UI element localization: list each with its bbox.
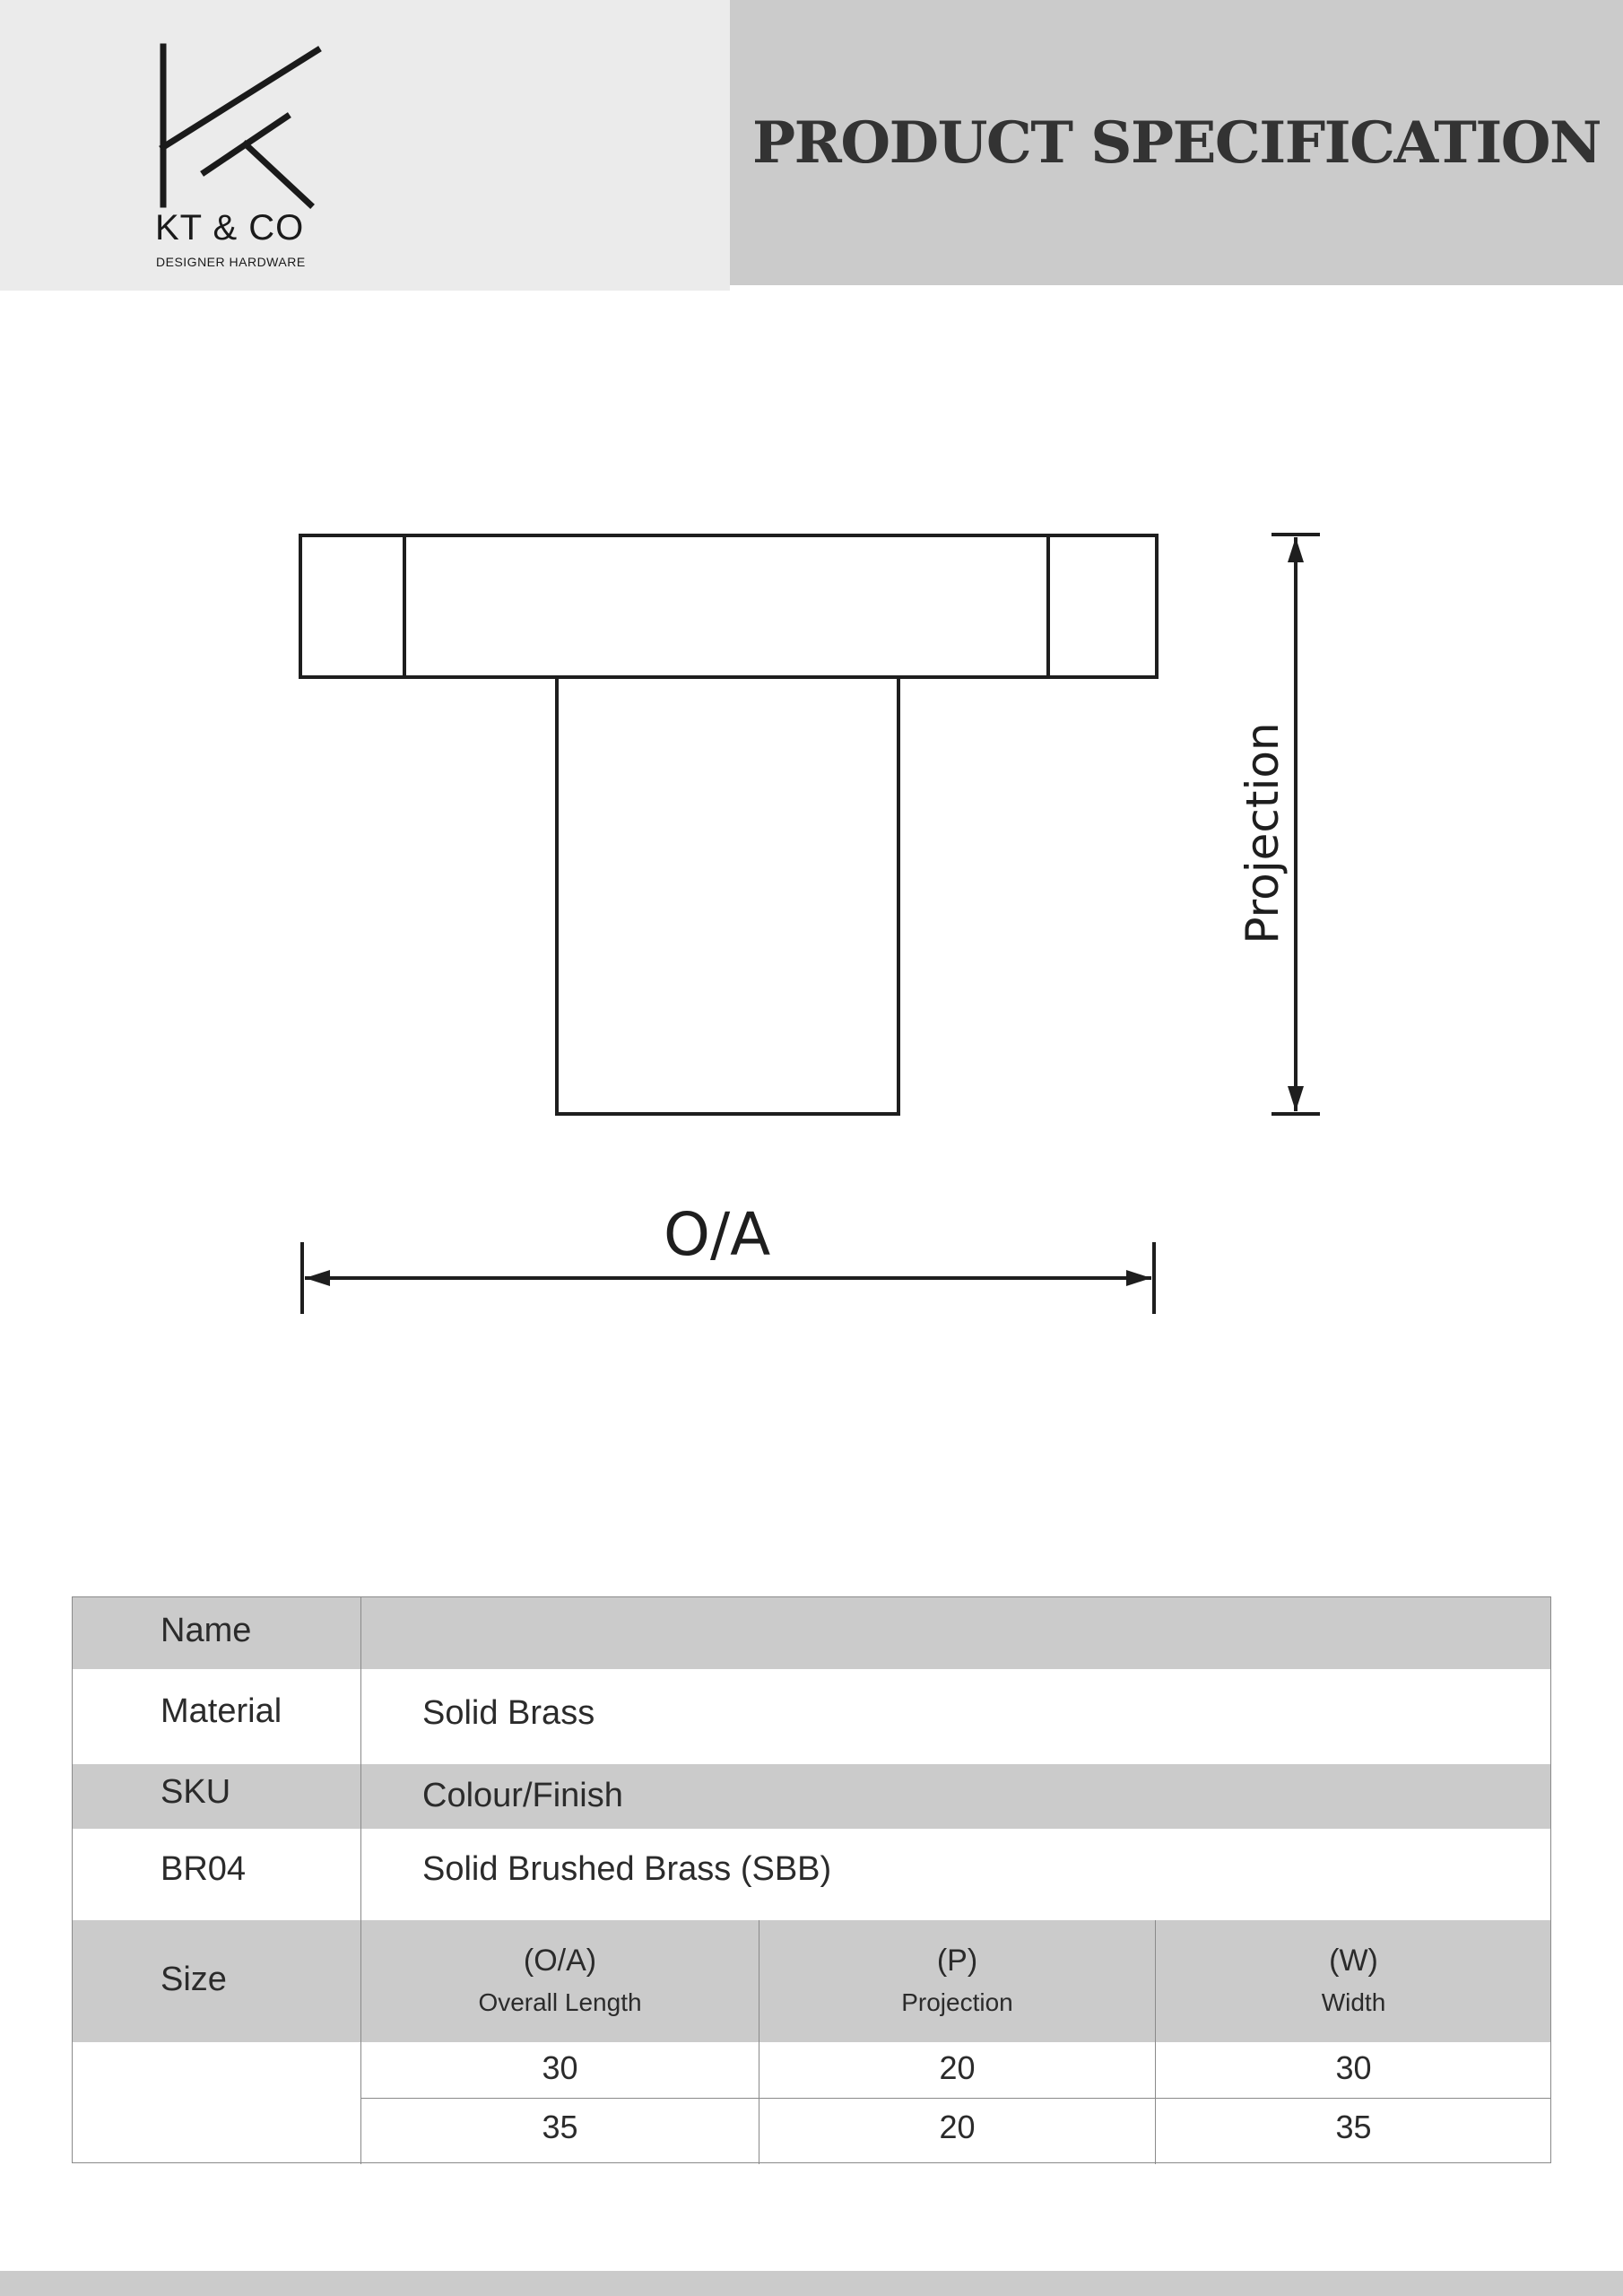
size-col-oa-desc: Overall Length <box>478 1988 642 2016</box>
kt-co-logo-icon <box>159 43 322 209</box>
name-row <box>73 1597 1550 1669</box>
sku-value: BR04 <box>161 1850 247 1888</box>
label-column-divider <box>360 1597 361 2164</box>
projection-arrow-top <box>1288 537 1304 562</box>
finish-label: Colour/Finish <box>422 1777 623 1814</box>
size-label: Size <box>161 1961 227 1998</box>
size-col-p-code: (P) <box>936 1944 978 1978</box>
projection-arrow-bottom <box>1288 1086 1304 1111</box>
knob-head <box>299 534 1159 679</box>
size-row-2-w: 35 <box>1335 2109 1372 2145</box>
size-row-divider <box>360 2098 1550 2099</box>
sku-label: SKU <box>161 1773 231 1811</box>
oa-arrow-right <box>1126 1270 1151 1286</box>
brand-name: KT & CO <box>155 208 305 248</box>
sku-row <box>73 1764 1550 1829</box>
page-title: PRODUCT SPECIFICATION <box>752 109 1602 177</box>
size-col-w-desc: Width <box>1321 1988 1386 2016</box>
size-col-p-desc: Projection <box>901 1988 1013 2016</box>
oa-dimension-label: O/A <box>664 1200 771 1269</box>
knob-stem <box>555 675 900 1116</box>
size-row-2-oa: 35 <box>542 2109 578 2145</box>
size-row-1-w: 30 <box>1335 2049 1372 2086</box>
projection-dimension-label: Projection <box>1237 722 1289 944</box>
oa-arrow-left <box>305 1270 330 1286</box>
finish-value: Solid Brushed Brass (SBB) <box>422 1850 832 1888</box>
size-header-row <box>73 1920 1550 2042</box>
size-col-w-code: (W) <box>1329 1944 1378 1978</box>
size-col-divider-2 <box>1155 1920 1156 2164</box>
brand-tagline: DESIGNER HARDWARE <box>156 255 306 269</box>
logo-panel: KT & CO DESIGNER HARDWARE <box>0 0 730 291</box>
size-row-1-oa: 30 <box>542 2049 578 2086</box>
material-label: Material <box>161 1692 282 1730</box>
size-row-1-p: 20 <box>939 2049 976 2086</box>
technical-drawing <box>299 533 1320 1314</box>
spec-table: Name Material Solid Brass SKU Colour/Fin… <box>72 1596 1551 2164</box>
footer-bar <box>0 2271 1623 2296</box>
title-panel: PRODUCT SPECIFICATION <box>730 0 1623 285</box>
size-col-oa-code: (O/A) <box>523 1944 597 1978</box>
material-value: Solid Brass <box>422 1694 595 1732</box>
name-label: Name <box>161 1612 252 1649</box>
size-row-2-p: 20 <box>939 2109 976 2145</box>
